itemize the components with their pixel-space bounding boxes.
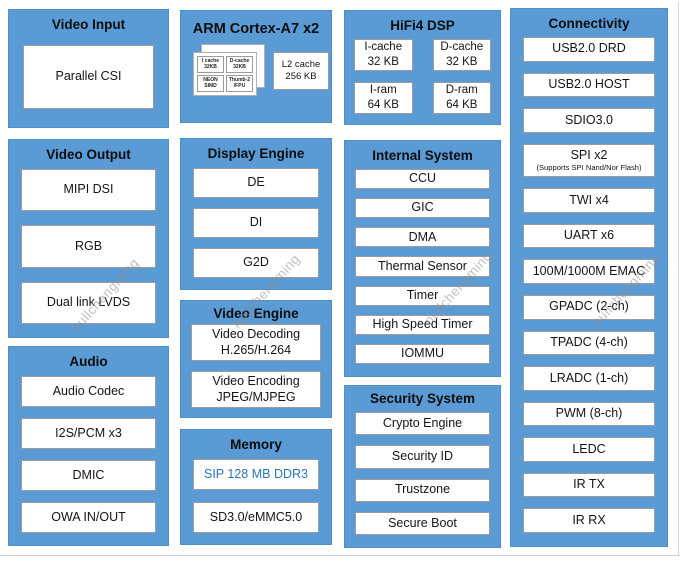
block-security-id: Security ID: [355, 445, 490, 469]
group-internal-system: Internal System CCU GIC DMA Thermal Sens…: [344, 140, 501, 377]
block-ir-tx: IR TX: [523, 472, 655, 498]
group-video-output: Video Output MIPI DSI RGB Dual link LVDS: [8, 139, 169, 338]
block-video-decoding: Video Decoding H.265/H.264: [191, 324, 321, 361]
block-gic: GIC: [355, 198, 490, 219]
block-i2s-pcm: I2S/PCM x3: [21, 418, 156, 449]
audio-items: Audio Codec I2S/PCM x3 DMIC OWA IN/OUT: [9, 374, 168, 545]
block-secure-boot: Secure Boot: [355, 511, 490, 535]
page-frame-bottom-border: [0, 555, 680, 556]
block-di: DI: [193, 208, 319, 238]
group-title-internal-system: Internal System: [372, 148, 473, 163]
block-parallel-csi: Parallel CSI: [23, 45, 154, 109]
block-dsp-iram: I-ram 64 KB: [354, 81, 413, 114]
security-system-items: Crypto Engine Security ID Trustzone Secu…: [345, 411, 500, 547]
block-mipi-dsi: MIPI DSI: [21, 169, 156, 212]
block-video-encoding: Video Encoding JPEG/MJPEG: [191, 371, 321, 408]
block-ccu: CCU: [355, 169, 490, 190]
group-hifi4-dsp: HiFi4 DSP I-cache 32 KB D-cache 32 KB I-…: [344, 10, 501, 125]
block-spi-x2: SPI x2 (Supports SPI Nand/Nor Flash): [523, 143, 655, 178]
group-title-audio: Audio: [69, 354, 108, 369]
group-title-arm-cortex-a7: ARM Cortex-A7 x2: [192, 21, 320, 37]
group-video-input: Video Input Parallel CSI: [8, 9, 169, 128]
internal-system-items: CCU GIC DMA Thermal Sensor Timer High Sp…: [345, 168, 500, 376]
video-input-items: Parallel CSI: [9, 37, 168, 127]
block-iommu: IOMMU: [355, 343, 490, 364]
block-dma: DMA: [355, 227, 490, 248]
block-dmic: DMIC: [21, 460, 156, 491]
block-cpu-icache: I cache 32KB: [197, 56, 224, 73]
memory-items: SIP 128 MB DDR3 SD3.0/eMMC5.0: [181, 457, 331, 544]
connectivity-items: USB2.0 DRD USB2.0 HOST SDIO3.0 SPI x2 (S…: [511, 36, 667, 546]
group-title-video-engine: Video Engine: [213, 306, 299, 321]
group-title-connectivity: Connectivity: [548, 16, 630, 31]
display-engine-items: DE DI G2D: [181, 166, 331, 289]
block-usb2-host: USB2.0 HOST: [523, 72, 655, 98]
group-video-engine: Video Engine Video Decoding H.265/H.264 …: [180, 300, 332, 418]
block-ir-rx: IR RX: [523, 508, 655, 533]
block-lradc: LRADC (1-ch): [523, 366, 655, 391]
group-title-security-system: Security System: [369, 391, 476, 406]
block-twi-x4: TWI x4: [523, 188, 655, 213]
block-cpu-dcache: D-cache 32KB: [226, 56, 253, 73]
block-crypto-engine: Crypto Engine: [355, 412, 490, 436]
video-engine-items: Video Decoding H.265/H.264 Video Encodin…: [181, 324, 331, 417]
block-sdio3: SDIO3.0: [523, 108, 655, 133]
cpu-core-card-front: I cache 32KB D-cache 32KB NEON SIMD Thum…: [193, 52, 257, 96]
spi-subnote: (Supports SPI Nand/Nor Flash): [536, 162, 642, 172]
block-l2-cache: L2 cache 256 KB: [273, 52, 329, 90]
block-ledc: LEDC: [523, 437, 655, 462]
block-sip-ddr3: SIP 128 MB DDR3: [193, 459, 319, 490]
dsp-items: I-cache 32 KB D-cache 32 KB I-ram 64 KB …: [345, 38, 500, 125]
block-rgb: RGB: [21, 225, 156, 268]
block-g2d: G2D: [193, 248, 319, 278]
block-cpu-neon-simd: NEON SIMD: [197, 75, 224, 92]
group-memory: Memory SIP 128 MB DDR3 SD3.0/eMMC5.0: [180, 429, 332, 545]
video-output-items: MIPI DSI RGB Dual link LVDS: [9, 167, 168, 337]
block-sd-emmc: SD3.0/eMMC5.0: [193, 502, 319, 533]
group-connectivity: Connectivity USB2.0 DRD USB2.0 HOST SDIO…: [510, 8, 668, 547]
group-title-hifi4-dsp: HiFi4 DSP: [390, 18, 455, 33]
block-dsp-icache: I-cache 32 KB: [354, 39, 413, 71]
block-gpadc: GPADC (2-ch): [523, 294, 655, 320]
page-frame-right-border: [678, 2, 679, 555]
block-emac: 100M/1000M EMAC: [523, 259, 655, 284]
block-dsp-dram: D-ram 64 KB: [432, 81, 491, 114]
group-display-engine: Display Engine DE DI G2D: [180, 138, 332, 290]
block-timer: Timer: [355, 285, 490, 306]
block-high-speed-timer: High Speed Timer: [355, 314, 490, 335]
block-owa-in-out: OWA IN/OUT: [21, 502, 156, 533]
block-pwm: PWM (8-ch): [523, 401, 655, 427]
block-de: DE: [193, 168, 319, 198]
cpu-body: I cache 32KB D-cache 32KB NEON SIMD Thum…: [181, 42, 331, 122]
group-title-memory: Memory: [230, 437, 282, 452]
block-audio-codec: Audio Codec: [21, 376, 156, 407]
group-title-display-engine: Display Engine: [207, 146, 305, 161]
cpu-core-card-stack: I cache 32KB D-cache 32KB NEON SIMD Thum…: [193, 44, 265, 96]
block-dual-link-lvds: Dual link LVDS: [21, 281, 156, 324]
block-trustzone: Trustzone: [355, 478, 490, 502]
spi-label: SPI x2: [570, 148, 608, 163]
block-usb2-drd: USB2.0 DRD: [523, 37, 655, 62]
block-dsp-dcache: D-cache 32 KB: [432, 39, 491, 71]
group-title-video-output: Video Output: [46, 147, 131, 162]
block-cpu-thumb2-fpu: Thumb-2 /FPU: [226, 75, 253, 92]
block-tpadc: TPADC (4-ch): [523, 330, 655, 356]
block-thermal-sensor: Thermal Sensor: [355, 256, 490, 277]
group-audio: Audio Audio Codec I2S/PCM x3 DMIC OWA IN…: [8, 346, 169, 546]
group-arm-cortex-a7: ARM Cortex-A7 x2 I cache 32KB D-cache 32…: [180, 10, 332, 123]
block-uart-x6: UART x6: [523, 223, 655, 249]
group-security-system: Security System Crypto Engine Security I…: [344, 385, 501, 548]
group-title-video-input: Video Input: [51, 17, 126, 32]
